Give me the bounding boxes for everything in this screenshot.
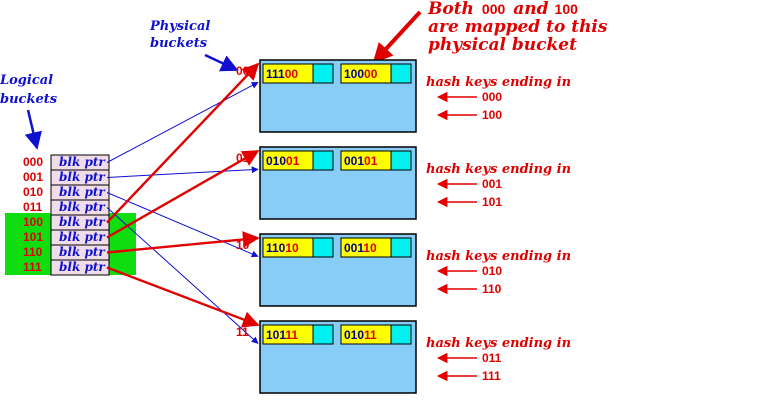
ending-label: 010	[482, 264, 502, 278]
hash-key: 10000	[344, 67, 378, 81]
hash-key-prefix: 111	[266, 67, 285, 81]
key-slot-empty-cell	[390, 63, 412, 84]
blk-ptr-label: blk ptr	[59, 170, 106, 184]
hash-key-prefix: 100	[344, 67, 364, 81]
key-slot: 11010	[262, 237, 334, 258]
ending-label: 100	[482, 108, 502, 122]
blk-ptr-label: blk ptr	[59, 155, 106, 169]
annotation-arrow	[372, 10, 422, 64]
hash-key-prefix: 101	[266, 328, 286, 342]
blk-ptr-label: blk ptr	[59, 245, 106, 259]
blk-ptr-label: blk ptr	[59, 215, 106, 229]
key-slot-empty-cell	[390, 324, 412, 345]
bucket-caption: hash keys ending in	[426, 336, 571, 351]
logical-bucket-directory: 000 blk ptr 001 blk ptr 010 blk ptr 011 blk ptr…	[23, 154, 110, 276]
ending-label: 101	[482, 195, 502, 209]
hash-key: 00110	[344, 241, 377, 255]
hash-key-prefix: 010	[266, 154, 286, 168]
physical-buckets-label-line1: Physical	[149, 19, 210, 34]
key-slot: 10111	[262, 324, 334, 345]
physical-bucket-id: 10	[236, 238, 250, 252]
pointer-011-to-11	[106, 207, 259, 344]
ending-label: 011	[482, 351, 502, 365]
blk-ptr-label: blk ptr	[59, 185, 106, 199]
ending-label: 000	[482, 90, 502, 104]
annotation-line-2: are mapped to this	[428, 17, 608, 37]
blk-ptr-label: blk ptr	[59, 230, 106, 244]
key-slot: 10000	[340, 63, 412, 84]
key-slot: 01001	[262, 150, 334, 171]
blk-ptr-label: blk ptr	[59, 260, 106, 274]
hash-key-prefix: 001	[344, 241, 364, 255]
hash-key-prefix: 001	[344, 154, 364, 168]
blk-ptr-label: blk ptr	[59, 200, 106, 214]
pointer-100-to-00	[106, 62, 260, 224]
logical-buckets-label-arrow	[24, 109, 42, 150]
physical-bucket-id: 01	[236, 151, 250, 165]
hash-key-suffix: 00	[285, 67, 299, 81]
hash-key: 11100	[266, 67, 298, 81]
hash-key: 01001	[266, 154, 300, 168]
pointer-010-to-10	[106, 192, 259, 258]
physical-bucket-id: 11	[236, 325, 249, 339]
key-slot-empty-cell	[390, 237, 412, 258]
key-slot: 11100	[262, 63, 334, 84]
key-slot-empty-cell	[312, 237, 334, 258]
hash-key-prefix: 110	[266, 241, 286, 255]
logical-bucket-index: 000	[23, 155, 43, 169]
physical-bucket-id: 00	[236, 64, 250, 78]
pointer-101-to-01	[106, 149, 260, 239]
logical-bucket-index: 101	[23, 230, 43, 244]
pointer-000-to-00	[106, 81, 259, 163]
hash-key-suffix: 11	[285, 328, 298, 342]
key-slot-empty-cell	[390, 150, 412, 171]
logical-bucket-index: 111	[23, 260, 42, 274]
hash-key: 11010	[266, 241, 299, 255]
hash-key-suffix: 01	[364, 154, 378, 168]
ending-label: 110	[482, 282, 502, 296]
logical-bucket-index: 100	[23, 215, 43, 229]
bucket-caption: hash keys ending in	[426, 249, 571, 264]
bucket-pointers	[106, 62, 260, 344]
hash-key: 10111	[266, 328, 298, 342]
logical-buckets-label-line1: Logical	[0, 73, 53, 88]
key-slot-empty-cell	[312, 63, 334, 84]
physical-buckets-label-arrow	[204, 53, 239, 72]
logical-buckets-label-line2: buckets	[0, 92, 58, 107]
logical-bucket-index: 011	[23, 200, 43, 214]
key-slot: 00110	[340, 237, 412, 258]
hash-key: 00101	[344, 154, 378, 168]
hash-key-suffix: 10	[285, 241, 299, 255]
ending-label: 111	[482, 369, 501, 383]
pointer-001-to-01	[106, 166, 259, 178]
logical-bucket-index: 001	[23, 170, 43, 184]
hash-key-suffix: 01	[286, 154, 300, 168]
logical-bucket-index: 010	[23, 185, 43, 199]
hash-key-suffix: 10	[363, 241, 377, 255]
physical-buckets-label-line2: buckets	[150, 36, 208, 51]
hash-key-prefix: 010	[344, 328, 364, 342]
bucket-caption: hash keys ending in	[426, 75, 571, 90]
logical-bucket-index: 110	[23, 245, 43, 259]
hash-key: 01011	[344, 328, 377, 342]
pointer-110-to-10	[106, 231, 260, 254]
key-slot: 00101	[340, 150, 412, 171]
key-slot-empty-cell	[312, 150, 334, 171]
hash-key-suffix: 00	[364, 67, 378, 81]
ending-label: 001	[482, 177, 502, 191]
annotation-line-3: physical bucket	[428, 35, 577, 55]
hash-key-suffix: 11	[364, 328, 377, 342]
pointer-111-to-11	[106, 266, 260, 328]
bucket-caption: hash keys ending in	[426, 162, 571, 177]
key-slot-empty-cell	[312, 324, 334, 345]
key-slot: 01011	[340, 324, 412, 345]
